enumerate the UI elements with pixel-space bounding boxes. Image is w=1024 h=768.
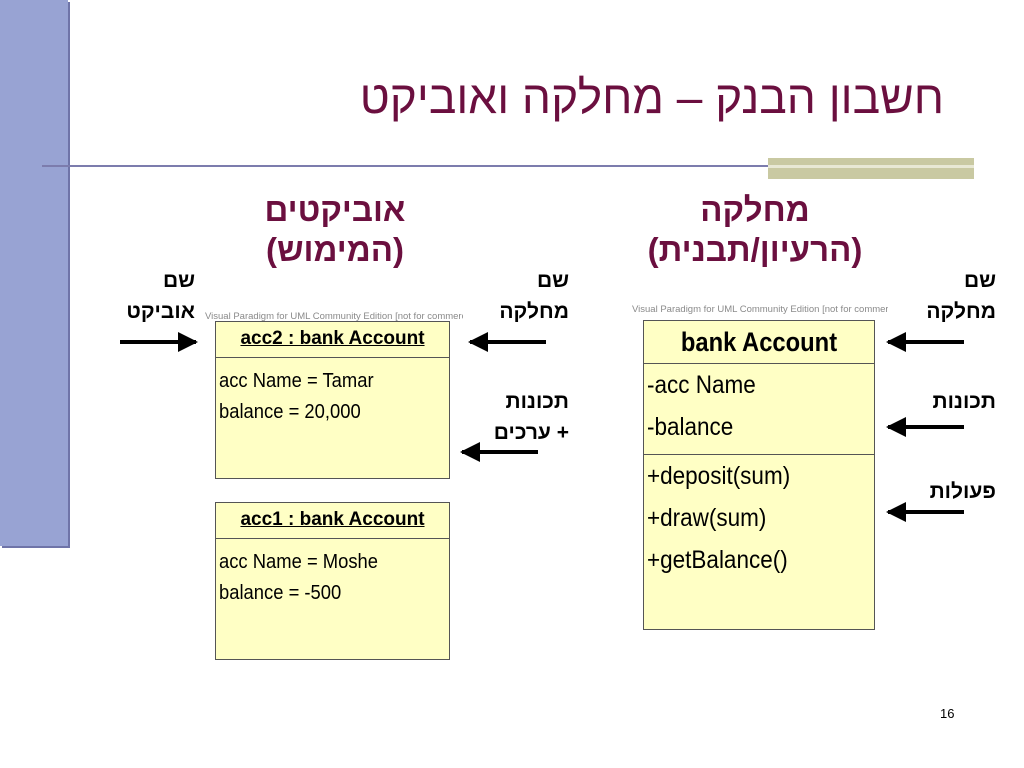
class-name-label-right-line1: שם	[963, 269, 996, 292]
object-attribute: balance = 20,000	[219, 401, 361, 423]
props-values-label: תכונות + ערכים	[494, 386, 569, 448]
object-box-name: acc2 : bank Account	[240, 328, 425, 349]
object-attributes-section: acc Name = Moshe balance = -500	[216, 539, 449, 609]
class-name-label-middle-line2: מחלקה	[499, 300, 569, 323]
object-attribute: acc Name = Moshe	[219, 551, 379, 573]
class-box: bank Account -acc Name -balance +deposit…	[643, 320, 875, 630]
class-name-label-right: שם מחלקה	[926, 265, 996, 327]
objects-heading-line2: (המימוש)	[265, 231, 405, 268]
slide-title: חשבון הבנק – מחלקה ואוביקט	[359, 71, 944, 123]
ops-label: פעולות	[929, 480, 996, 503]
class-heading: מחלקה (הרעיון/תבנית)	[620, 190, 890, 270]
object-attribute: acc Name = Tamar	[219, 370, 374, 392]
props-label: תכונות	[932, 390, 997, 413]
class-name-label-right-line2: מחלקה	[926, 300, 996, 323]
left-accent-bar	[0, 0, 68, 546]
object-box-name: acc1 : bank Account	[240, 509, 425, 530]
class-attribute: -balance	[647, 413, 734, 441]
class-operation: +getBalance()	[647, 546, 788, 574]
objects-heading: אוביקטים (המימוש)	[210, 190, 460, 270]
class-name-label-middle: שם מחלקה	[499, 265, 569, 327]
props-values-label-line1: תכונות	[505, 390, 570, 413]
object-box-acc2: acc2 : bank Account acc Name = Tamar bal…	[215, 321, 450, 479]
object-name-label-line1: שם	[162, 269, 195, 292]
class-operations-section: +deposit(sum) +draw(sum) +getBalance()	[644, 454, 874, 581]
object-box-name-section: acc2 : bank Account	[216, 322, 449, 358]
object-box-name-section: acc1 : bank Account	[216, 503, 449, 539]
class-attributes-section: -acc Name -balance	[644, 364, 874, 454]
page-number: 16	[940, 706, 955, 721]
object-box-acc1: acc1 : bank Account acc Name = Moshe bal…	[215, 502, 450, 660]
class-operation: +deposit(sum)	[647, 462, 791, 490]
props-values-label-line2: + ערכים	[493, 421, 569, 444]
object-attribute: balance = -500	[219, 582, 342, 604]
class-name-label-middle-line1: שם	[536, 269, 569, 292]
class-attribute: -acc Name	[647, 371, 756, 399]
objects-watermark: Visual Paradigm for UML Community Editio…	[205, 311, 463, 322]
object-name-label: שם אוביקט	[126, 265, 195, 327]
object-attributes-section: acc Name = Tamar balance = 20,000	[216, 358, 449, 428]
object-name-label-line2: אוביקט	[126, 300, 195, 323]
title-divider	[42, 165, 974, 167]
class-heading-line1: מחלקה	[700, 191, 810, 228]
title-accent-block	[768, 158, 974, 179]
class-heading-line2: (הרעיון/תבנית)	[647, 231, 863, 268]
objects-heading-line1: אוביקטים	[264, 191, 406, 228]
class-box-name: bank Account	[680, 327, 838, 357]
class-watermark: Visual Paradigm for UML Community Editio…	[632, 304, 888, 315]
class-box-name-section: bank Account	[644, 321, 874, 364]
class-operation: +draw(sum)	[647, 504, 767, 532]
